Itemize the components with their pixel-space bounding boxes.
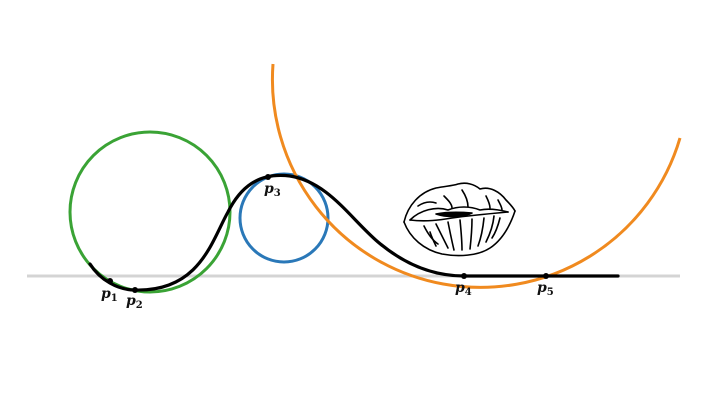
point-dot [265,174,271,180]
orange-circle [270,63,682,289]
point-dot [543,273,549,279]
blue-circle [238,172,330,264]
point-label: p3 [264,181,281,199]
point-p3: p3 [264,174,281,199]
lips-icon [403,182,516,257]
point-p5: p5 [537,273,554,298]
main-curve [88,173,620,292]
point-label: p1 [101,286,118,304]
point-dot [461,273,467,279]
point-dot [132,287,138,293]
point-label: p2 [126,293,143,311]
green-circle [68,130,232,294]
point-dot [107,278,113,284]
point-p2: p2 [126,287,143,311]
point-p1: p1 [101,278,118,304]
point-label: p5 [537,280,554,298]
point-p4: p4 [455,273,472,298]
point-label: p4 [455,280,472,298]
